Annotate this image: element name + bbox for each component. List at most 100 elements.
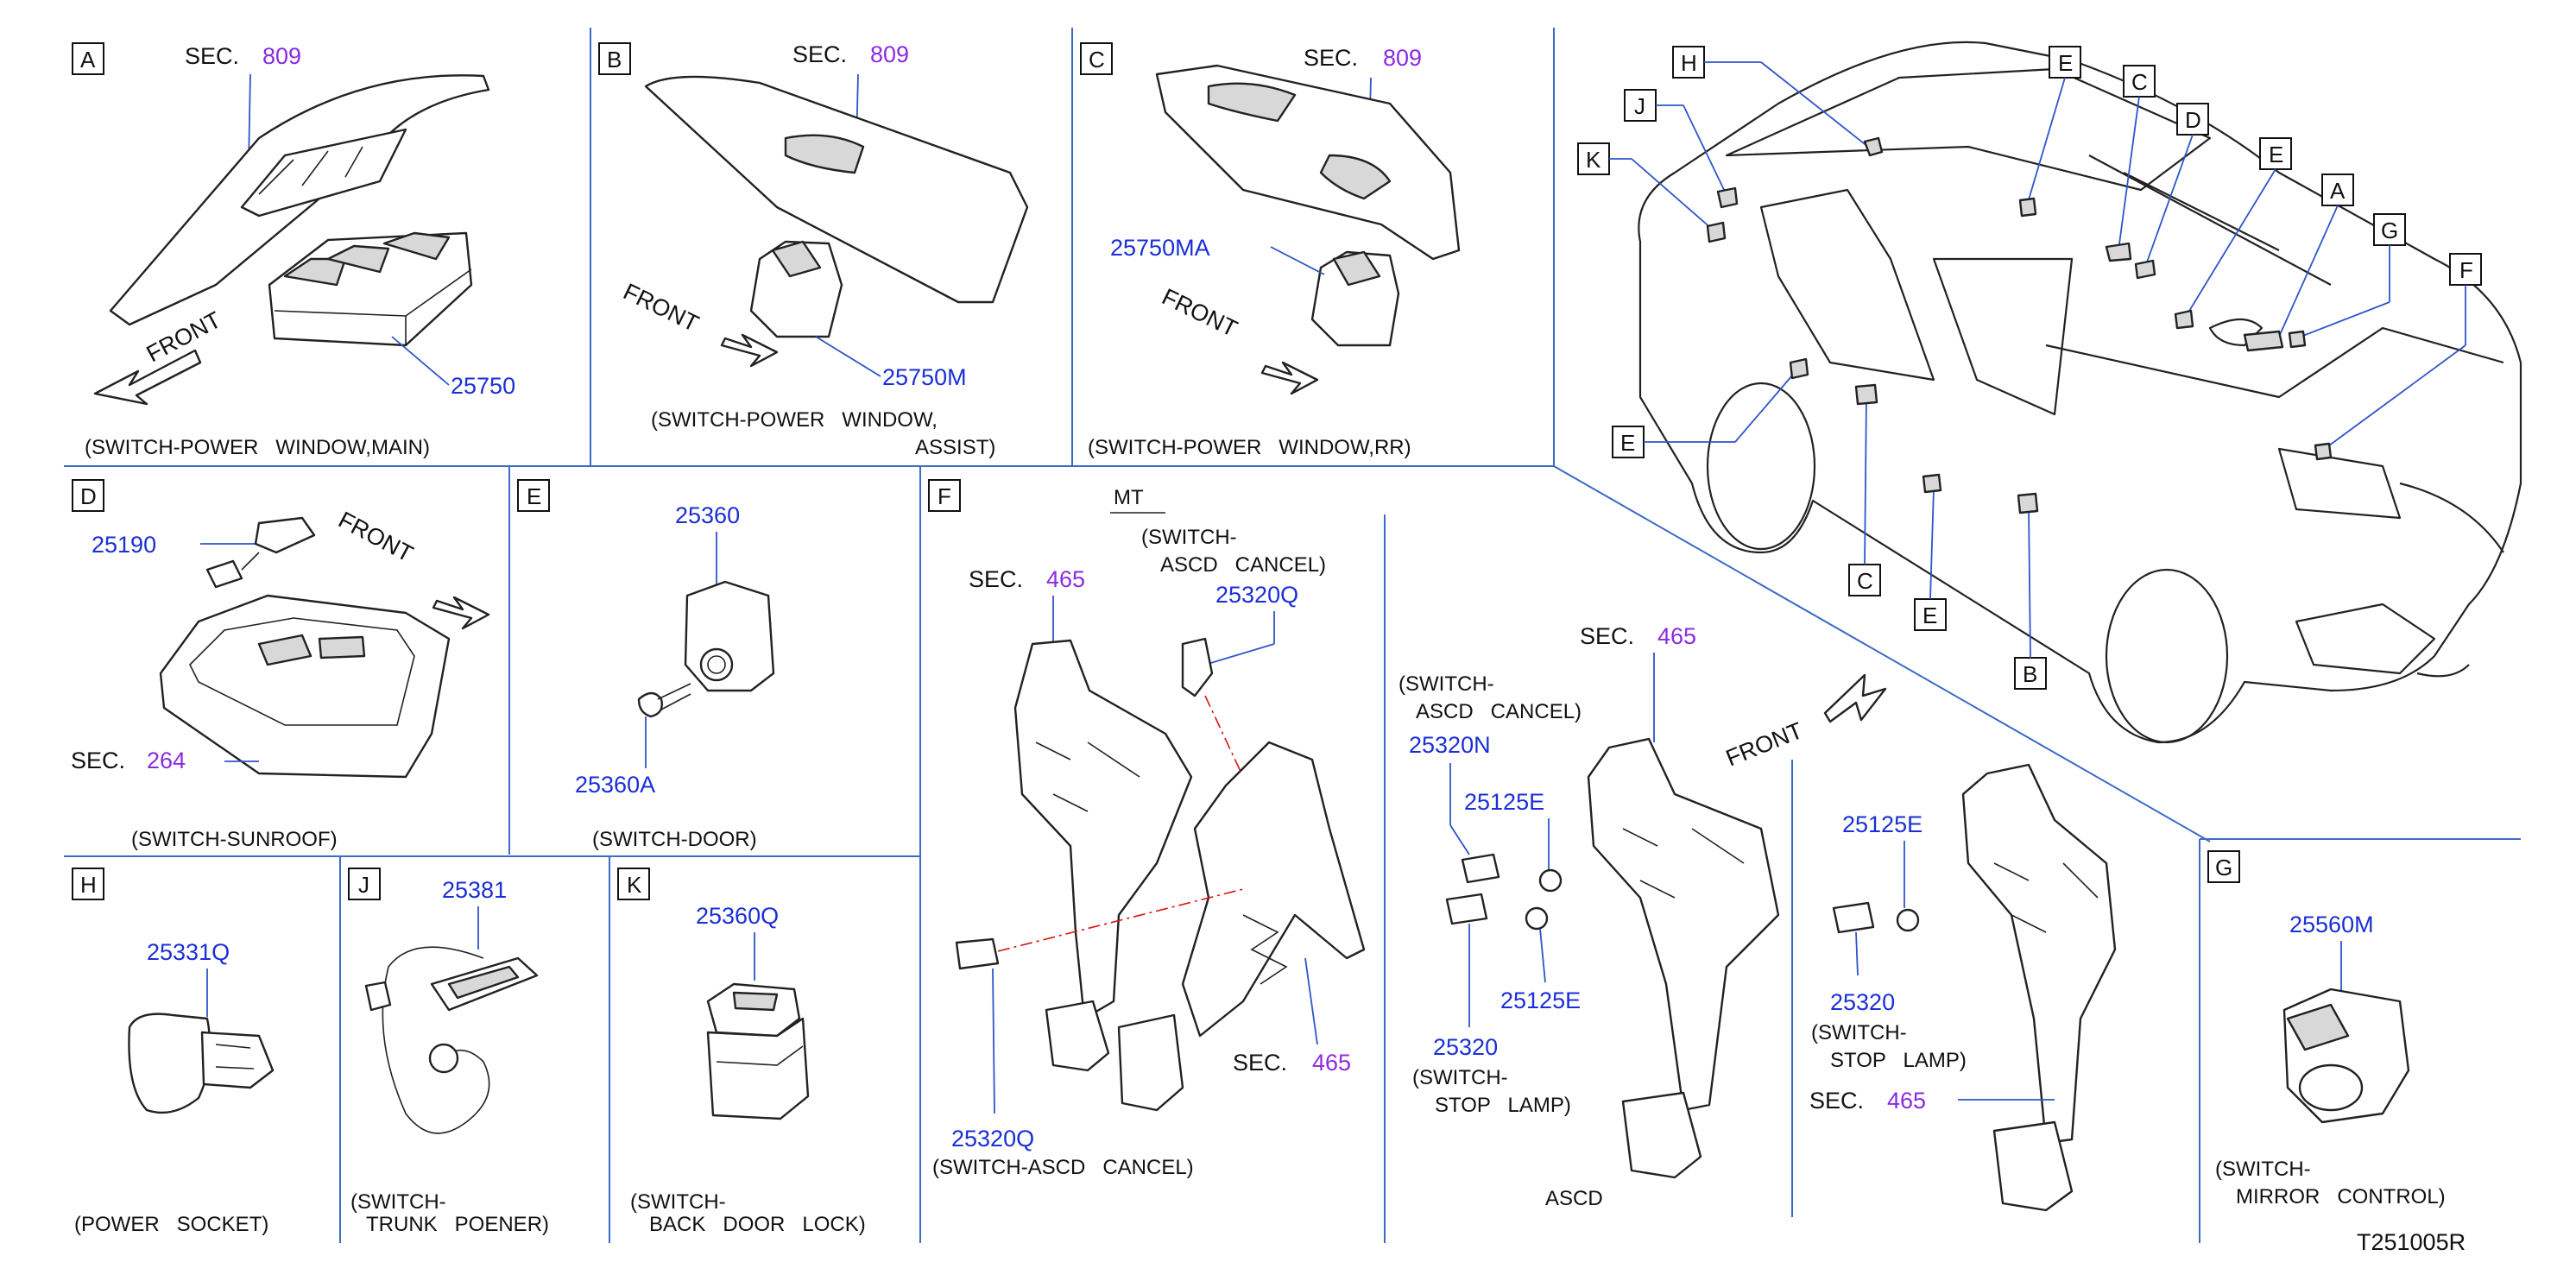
ascd-part-25320n: 25320N <box>1409 732 1491 758</box>
callout-d: D <box>2134 103 2209 280</box>
panel-f-mt: MT <box>1114 486 1144 509</box>
mt-part-25320: 25320 <box>1830 989 1895 1015</box>
panel-c-part: 25750MA <box>1110 235 1210 261</box>
svg-text:E: E <box>2058 50 2073 76</box>
clutch-pedal-mt <box>1181 741 1366 1038</box>
callout-e-2: E <box>2174 137 2292 330</box>
brake-pad-mt-right <box>1992 1120 2074 1212</box>
svg-text:E: E <box>2269 142 2283 167</box>
panel-d-part: 25190 <box>92 532 156 558</box>
panel-c-sec-label: SEC. <box>1304 45 1358 71</box>
callout-e-1: E <box>2018 46 2081 218</box>
panel-f-sec-num-2: 465 <box>1312 1050 1351 1076</box>
svg-text:K: K <box>1586 147 1601 173</box>
map-lamp-console <box>159 594 451 779</box>
callout-f: F <box>2314 253 2482 461</box>
front-arrow-c <box>1260 361 1319 395</box>
diagram-code: T251005R <box>2357 1229 2466 1255</box>
svg-text:B: B <box>2023 661 2037 687</box>
vehicle-overview: H J K E C D E A G F E C E B <box>1577 41 2522 744</box>
svg-text:E: E <box>1620 430 1635 456</box>
panel-e-part-2: 25360A <box>575 772 655 798</box>
svg-text:F: F <box>2459 257 2473 283</box>
rr-armrest <box>1155 64 1461 261</box>
panel-j: J 25381 (SWITCH- TRUNK POENER) <box>348 868 549 1236</box>
panel-f-part-top: 25320Q <box>1215 582 1298 608</box>
panel-g-caption-1: (SWITCH- <box>2215 1158 2311 1181</box>
mt-cap-2: STOP LAMP) <box>1830 1049 1967 1072</box>
front-arrow-a <box>93 349 202 406</box>
panel-d-sec-label: SEC. <box>71 748 125 773</box>
panel-f-part-bottom: 25320Q <box>951 1126 1034 1152</box>
panel-a-letter: A <box>80 47 96 73</box>
ascd-switch-top <box>1181 637 1214 697</box>
callout-c-1: C <box>2105 65 2156 262</box>
panel-a-sec-label: SEC. <box>185 43 239 69</box>
panel-c-caption: (SWITCH-POWER WINDOW,RR) <box>1088 436 1411 459</box>
panel-b-caption-1: (SWITCH-POWER WINDOW, <box>651 408 938 432</box>
callout-j: J <box>1624 89 1739 209</box>
ascd-label: ASCD <box>1545 1187 1603 1210</box>
clutch-pad-mt <box>1117 1013 1184 1112</box>
ascd-part-25125e-2: 25125E <box>1500 988 1581 1013</box>
callout-g: G <box>2288 213 2406 349</box>
svg-text:D: D <box>2185 107 2201 133</box>
svg-text:A: A <box>2330 178 2346 204</box>
panel-j-caption-2: TRUNK POENER) <box>366 1213 549 1236</box>
panel-j-part: 25381 <box>442 877 507 903</box>
callout-a: A <box>2243 174 2354 352</box>
panel-b-front: FRONT <box>619 278 703 337</box>
callout-b: B <box>2014 492 2047 690</box>
panel-c-letter: C <box>1089 47 1105 73</box>
svg-text:G: G <box>2381 218 2398 243</box>
panel-h-caption: (POWER SOCKET) <box>74 1213 268 1236</box>
panel-dividers <box>64 28 2521 1243</box>
panel-d-sec-num: 264 <box>147 748 186 773</box>
panel-f: F MT (SWITCH- ASCD CANCEL) 25320Q SEC. 4… <box>928 479 2117 1212</box>
panel-c: C SEC. 809 25750MA FRONT (SWITCH-POWER W… <box>1080 42 1461 459</box>
callout-k: K <box>1577 142 1727 243</box>
panel-a-sec-num: 809 <box>262 43 301 69</box>
panel-j-letter: J <box>358 872 369 898</box>
panel-g: G 25560M (SWITCH- MIRROR CONTROL) <box>2207 850 2446 1208</box>
panel-g-caption-2: MIRROR CONTROL) <box>2236 1185 2446 1208</box>
panel-e-caption: (SWITCH-DOOR) <box>592 828 757 851</box>
panel-h: H 25331Q (POWER SOCKET) <box>72 868 275 1236</box>
power-socket <box>128 1013 212 1114</box>
front-arrow-ascd <box>1823 673 1887 723</box>
panel-f-caption: (SWITCH-ASCD CANCEL) <box>932 1156 1194 1179</box>
panel-b: B SEC. 809 25750M FRONT (SWITCH-POWER WI… <box>598 41 1029 459</box>
panel-a-part: 25750 <box>451 373 515 399</box>
sunroof-switch <box>254 516 316 554</box>
panel-d: D 25190 SEC. 264 FRONT (SWITCH-SUNROOF) <box>71 479 490 851</box>
brake-pad-mt <box>1045 1000 1110 1072</box>
ascd-cap-2: ASCD CANCEL) <box>1416 700 1582 723</box>
ascd-front: FRONT <box>1722 717 1806 772</box>
ascd-part-25320: 25320 <box>1433 1034 1498 1060</box>
svg-text:J: J <box>1634 93 1645 119</box>
panel-e-part-1: 25360 <box>675 502 740 528</box>
panel-a: A SEC. 809 25750 FRONT (SWITCH-POWER WIN… <box>72 42 515 459</box>
panel-a-caption: (SWITCH-POWER WINDOW,MAIN) <box>85 436 430 459</box>
brake-pedal-mt <box>1013 639 1193 1020</box>
callout-e-4: E <box>1914 473 1947 631</box>
mt-sec-num: 465 <box>1887 1088 1926 1114</box>
panel-c-sec-num: 809 <box>1383 45 1422 71</box>
ascd-cancel-switch <box>1461 853 1500 884</box>
panel-g-part: 25560M <box>2289 912 2374 937</box>
mt-cap-1: (SWITCH- <box>1811 1021 1907 1044</box>
panel-e-letter: E <box>527 483 541 509</box>
brake-pad-ascd <box>1621 1091 1702 1179</box>
panel-b-sec-label: SEC. <box>792 41 847 67</box>
panel-a-letter-box <box>72 42 104 75</box>
panel-f-sec-num-1: 465 <box>1046 566 1085 592</box>
svg-text:H: H <box>1681 50 1697 76</box>
panel-k-caption-2: BACK DOOR LOCK) <box>649 1213 866 1236</box>
stop-lamp-switch-mid <box>1445 893 1488 925</box>
panel-b-part: 25750M <box>882 364 967 390</box>
callout-e-3: E <box>1612 357 1809 458</box>
ascd-switch-bottom <box>955 937 1000 970</box>
assist-armrest <box>644 75 1029 304</box>
svg-text:C: C <box>2131 69 2148 95</box>
panel-e: E 25360 25360A (SWITCH-DOOR) <box>517 479 775 851</box>
